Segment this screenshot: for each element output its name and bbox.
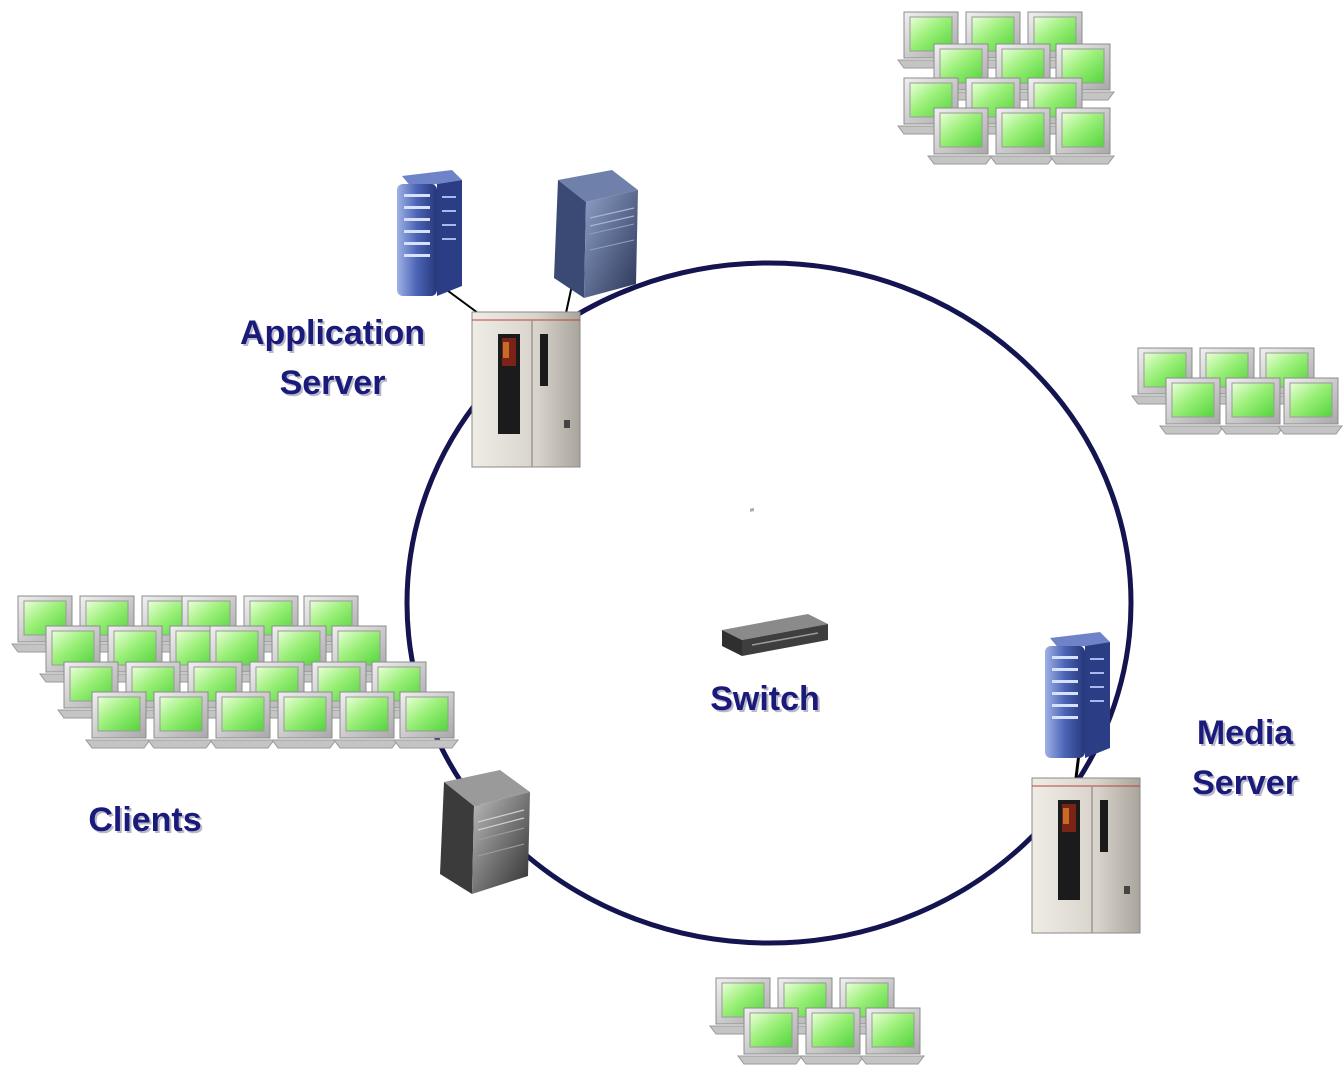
desktop-computer-icon <box>1049 107 1115 165</box>
desktop-computer-icon <box>209 691 275 749</box>
network-ring <box>404 260 1134 946</box>
clients-label: Clients <box>88 801 202 839</box>
desktop-computer-icon <box>859 1007 925 1065</box>
switch-label: Switch <box>710 680 820 718</box>
application-server-label-line1: Application <box>239 314 426 352</box>
desktop-computer-icon <box>333 691 399 749</box>
desktop-computer-icon <box>393 691 459 749</box>
storage-library-icon <box>471 311 581 468</box>
client-cluster-bottom <box>709 977 925 1065</box>
client-cluster-left <box>11 595 459 749</box>
gray-server-cabinet-icon <box>439 769 531 895</box>
desktop-computer-icon <box>989 107 1055 165</box>
application-server-label-line2: Server <box>279 364 386 402</box>
desktop-computer-icon <box>1277 377 1343 435</box>
blue-server-cabinet-icon <box>553 169 639 299</box>
desktop-computer-icon <box>927 107 993 165</box>
desktop-computer-icon <box>737 1007 803 1065</box>
media-server-label-line1: Media <box>1196 714 1294 752</box>
media-server-label-line2: Server <box>1192 764 1298 802</box>
blue-server-tower-icon <box>1045 632 1110 758</box>
blue-server-tower-icon <box>397 170 462 296</box>
client-cluster-top-right <box>897 11 1115 165</box>
desktop-computer-icon <box>85 691 151 749</box>
desktop-computer-icon <box>799 1007 865 1065</box>
client-cluster-right <box>1131 347 1343 435</box>
network-switch-icon <box>722 508 828 656</box>
desktop-computer-icon <box>1159 377 1225 435</box>
desktop-computer-icon <box>271 691 337 749</box>
desktop-computer-icon <box>147 691 213 749</box>
desktop-computer-icon <box>1219 377 1285 435</box>
storage-library-icon <box>1031 777 1141 934</box>
